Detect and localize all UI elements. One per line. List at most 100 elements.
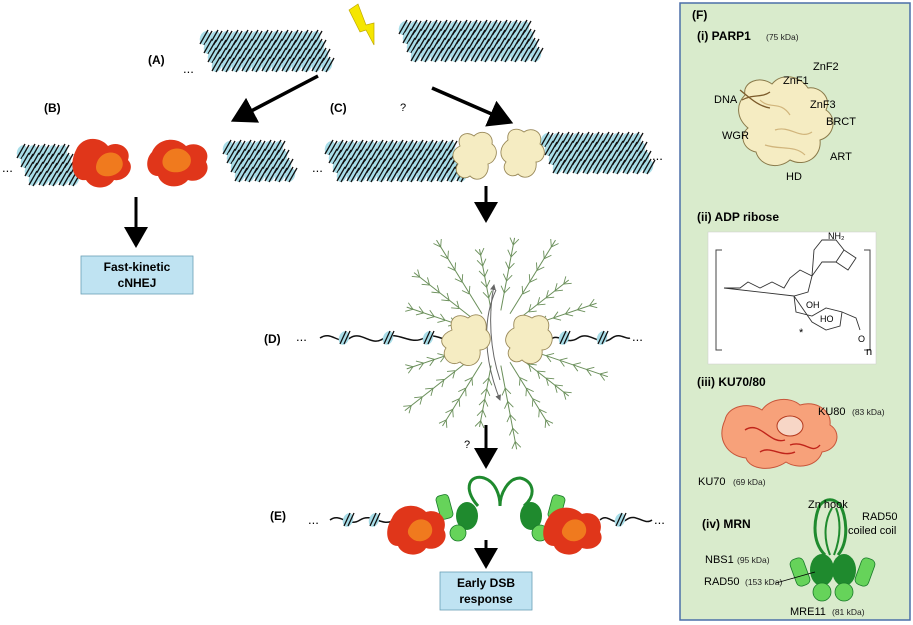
par-branch (464, 377, 473, 382)
dna-wrap (261, 56, 275, 73)
nucleosome (291, 58, 303, 72)
par-branch (484, 269, 489, 277)
adp-ho: HO (820, 314, 834, 324)
par-branch (480, 281, 487, 288)
par-branch (572, 364, 579, 372)
par-branch (519, 377, 528, 382)
par-branch (403, 405, 412, 407)
par-branch (512, 238, 520, 246)
par-branch (415, 360, 424, 364)
par-branch (538, 409, 540, 418)
dna-wrap (540, 131, 554, 148)
dna-wrap (241, 56, 255, 73)
par-branch (482, 258, 487, 267)
par-branch (565, 313, 574, 317)
nucleosome (211, 58, 223, 72)
par-branch (474, 249, 481, 256)
par-branch (511, 441, 516, 450)
nucleosome (251, 58, 263, 72)
rad50-label: RAD50 (704, 576, 739, 588)
ellipsis-e-left: ... (308, 512, 319, 527)
ellipsis-d-left: ... (296, 329, 307, 344)
par-branch (429, 309, 435, 317)
par-chain (404, 355, 475, 412)
nucleosome (271, 58, 283, 72)
nucleosome (510, 48, 522, 62)
par-branch (508, 262, 515, 270)
par-branch (437, 319, 446, 323)
dna-wrap (572, 158, 586, 175)
par-branch (544, 254, 552, 260)
par-branch (425, 387, 434, 390)
par-branch (563, 282, 572, 285)
ku80-label: KU80 (818, 406, 846, 418)
dna-strand (599, 516, 653, 523)
nucleosome (632, 160, 644, 174)
panel-label-d: (D) (264, 332, 281, 346)
par-branch (552, 311, 559, 319)
nucleosome (446, 168, 458, 182)
nucleosome (500, 48, 512, 62)
par-branch (445, 419, 448, 428)
adp-ribose-structure: NH₂ OH HO O * (707, 231, 877, 365)
dna-wrap (24, 161, 38, 178)
dna-wrap (199, 29, 213, 46)
par-branch (447, 266, 456, 271)
adp-oh: OH (806, 300, 820, 310)
dna-wrap (520, 46, 534, 63)
par-branch (488, 377, 493, 386)
par-branch (440, 313, 446, 321)
par-chain (509, 239, 556, 315)
par-branch (451, 398, 460, 403)
ku-heterodimer-e-left (387, 505, 446, 555)
par-branch (543, 250, 545, 259)
arrow-a-to-c (431, 86, 514, 127)
dna-wrap (336, 166, 350, 183)
dna-wrap (221, 56, 235, 73)
par-branch (436, 285, 440, 294)
dna-wrap (254, 166, 268, 183)
par-branch (426, 356, 435, 360)
par-branch (440, 254, 448, 260)
dna-wrap (406, 37, 420, 54)
par-branch (474, 420, 481, 427)
par-branch (436, 378, 445, 381)
par-branch (554, 384, 563, 387)
ellipsis-a-left: ... (183, 61, 194, 76)
par-branch (486, 388, 491, 397)
nucleosome (386, 168, 398, 182)
par-branch (461, 290, 470, 295)
parp1-kda: (75 kDa) (766, 32, 799, 42)
relaxed-chromatin-e (329, 512, 653, 527)
par-branch (480, 247, 485, 256)
nucleosome (301, 58, 313, 72)
dna-wrap (632, 158, 646, 175)
dsb-response-box (439, 571, 533, 611)
dna-wrap (510, 46, 524, 63)
par-branch (565, 307, 571, 315)
dna-wrap (321, 56, 335, 73)
parp1-title: (i) PARP1 (697, 29, 751, 43)
par-branch (419, 396, 423, 405)
par-branch (545, 290, 549, 299)
par-branch (528, 310, 537, 313)
par-branch (440, 238, 442, 247)
par-branch (586, 369, 592, 377)
ku-title: (iii) KU70/80 (697, 375, 766, 389)
par-branch (456, 300, 460, 309)
question-mark-c: ? (400, 102, 406, 114)
dna-wrap (211, 56, 225, 73)
nucleosome (612, 160, 624, 174)
par-branch (430, 388, 434, 396)
par-branch (441, 379, 445, 388)
rad50-coil-label-1: RAD50 (862, 511, 897, 523)
nucleosome (356, 168, 368, 182)
par-branch (482, 409, 487, 418)
nucleosome (530, 48, 542, 62)
nucleosome (622, 160, 634, 174)
dna-wrap (332, 157, 346, 174)
dna-wrap (291, 56, 305, 73)
dna-wrap (559, 330, 571, 345)
rad50-kda: (153 kDa) (745, 577, 782, 587)
